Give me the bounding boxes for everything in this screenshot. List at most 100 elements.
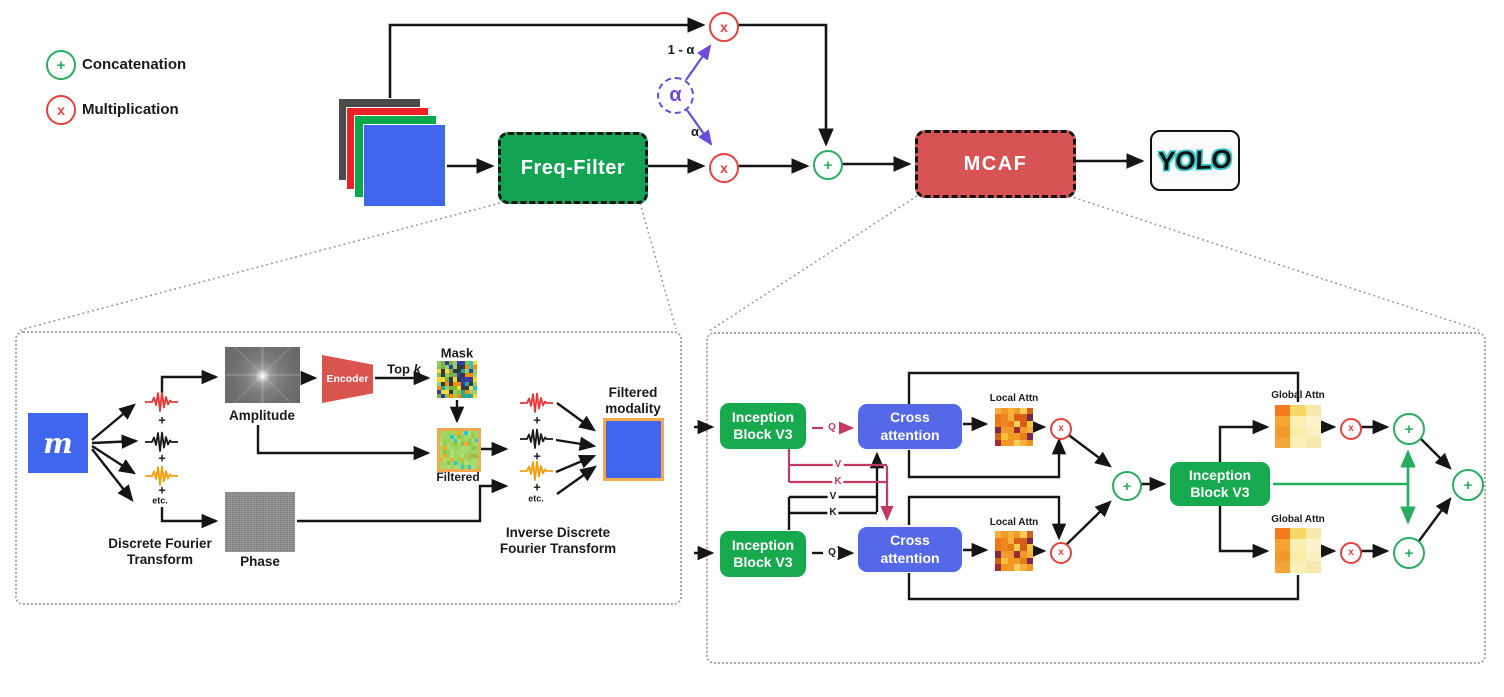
texture-cell (453, 434, 458, 439)
alpha-wires (685, 44, 713, 146)
texture-cell (473, 365, 477, 370)
plus-symbol: + (158, 412, 166, 428)
plus-symbol: + (533, 412, 541, 428)
wire-idft-arrow-1 (556, 402, 596, 432)
heatmap-cell (1275, 437, 1291, 448)
texture-cell (441, 385, 445, 390)
texture-cell (450, 446, 454, 450)
concat-node: + (813, 150, 843, 180)
texture-cell (443, 457, 447, 462)
texture-cell (1020, 544, 1027, 551)
heatmap-cell (1290, 437, 1306, 448)
texture-cell (437, 377, 441, 382)
texture-cell (1026, 537, 1033, 545)
wire-amplitude-to-filtered (256, 425, 431, 461)
texture-cell (446, 434, 451, 439)
v-label-black: V (827, 491, 839, 502)
texture-cell (469, 381, 473, 386)
wavelet-red-icon (520, 392, 553, 413)
texture-cell (457, 449, 461, 454)
alpha-weight-top-label: 1 - α (667, 42, 695, 57)
inception-line1: Inception (1188, 466, 1252, 483)
texture-cell (453, 449, 458, 454)
texture-cell (457, 365, 461, 370)
heatmap-cell (1305, 415, 1321, 427)
texture-cell (453, 442, 458, 447)
texture-cell (437, 365, 441, 370)
texture-cell (461, 365, 465, 370)
q-label-top: Q (826, 422, 838, 433)
heatmap-cell (1305, 405, 1321, 416)
mult-node-global-bottom: x (1340, 542, 1362, 564)
texture-cell (461, 373, 465, 378)
texture-cell (460, 465, 465, 469)
wire-idft-arrow-4 (556, 465, 597, 495)
texture-cell (450, 438, 454, 443)
heatmap-cell (1275, 528, 1291, 540)
wire-m-to-etc (91, 448, 134, 502)
texture-cell (449, 389, 453, 394)
heatmap-cell (1275, 415, 1291, 427)
concat-symbol: + (1122, 478, 1132, 494)
texture-cell (460, 446, 465, 450)
dft-line1: Discrete Fourier (108, 536, 212, 552)
texture-cell (467, 461, 472, 466)
mask-label: Mask (440, 345, 474, 361)
filtered-modality-image (603, 418, 664, 481)
texture-cell (1020, 564, 1027, 571)
texture-cell (995, 557, 1002, 565)
cross-attention-line1: Cross (890, 532, 930, 548)
local-attn-map-top (995, 408, 1033, 446)
plus-symbol: + (158, 450, 166, 466)
texture-cell (443, 461, 447, 466)
texture-cell (1001, 408, 1008, 415)
texture-cell (469, 365, 473, 370)
texture-cell (1014, 433, 1021, 440)
global-attn-label-bottom: Global Attn (1271, 514, 1325, 526)
texture-cell (461, 369, 465, 374)
etc-label: etc. (152, 495, 168, 506)
q-label-bottom: Q (826, 547, 838, 558)
wire-alpha-to-bottom-mult (686, 109, 713, 146)
texture-cell (995, 439, 1002, 446)
texture-cell (1014, 414, 1021, 421)
texture-cell (464, 434, 468, 439)
dft-line2: Transform (126, 552, 194, 567)
wire-long-route-top (907, 371, 1300, 404)
texture-cell (474, 465, 478, 469)
mult-symbol: x (57, 102, 65, 118)
plus-symbol: + (158, 482, 166, 498)
top-k-prefix: Top (387, 361, 414, 377)
texture-cell (453, 365, 457, 370)
texture-cell (437, 361, 441, 366)
texture-cell (461, 381, 465, 386)
texture-cell (995, 433, 1002, 440)
heatmap-cell (1290, 415, 1306, 427)
concat-node-final: + (1452, 469, 1484, 501)
texture-cell (1001, 544, 1008, 551)
idft-line1: Inverse Discrete (505, 525, 611, 541)
texture-cell (1026, 550, 1033, 558)
mcaf-block: MCAF (915, 130, 1076, 198)
texture-cell (453, 369, 457, 374)
texture-cell (473, 373, 477, 378)
texture-cell (449, 373, 453, 378)
texture-cell (461, 393, 465, 398)
texture-cell (457, 431, 461, 435)
texture-cell (443, 438, 447, 443)
texture-cell (1020, 550, 1027, 558)
texture-cell (445, 377, 449, 382)
filtered-label: Filtered (436, 469, 480, 484)
wire-m-to-wavelet1 (91, 403, 136, 441)
texture-cell (457, 434, 461, 439)
texture-cell (440, 434, 444, 439)
texture-cell (450, 461, 454, 466)
callout-freq-left (19, 202, 501, 331)
heatmap-cell (1305, 528, 1321, 540)
texture-cell (469, 393, 473, 398)
global-attn-map-bottom (1275, 528, 1321, 573)
texture-cell (1007, 537, 1014, 545)
texture-cell (446, 446, 451, 450)
